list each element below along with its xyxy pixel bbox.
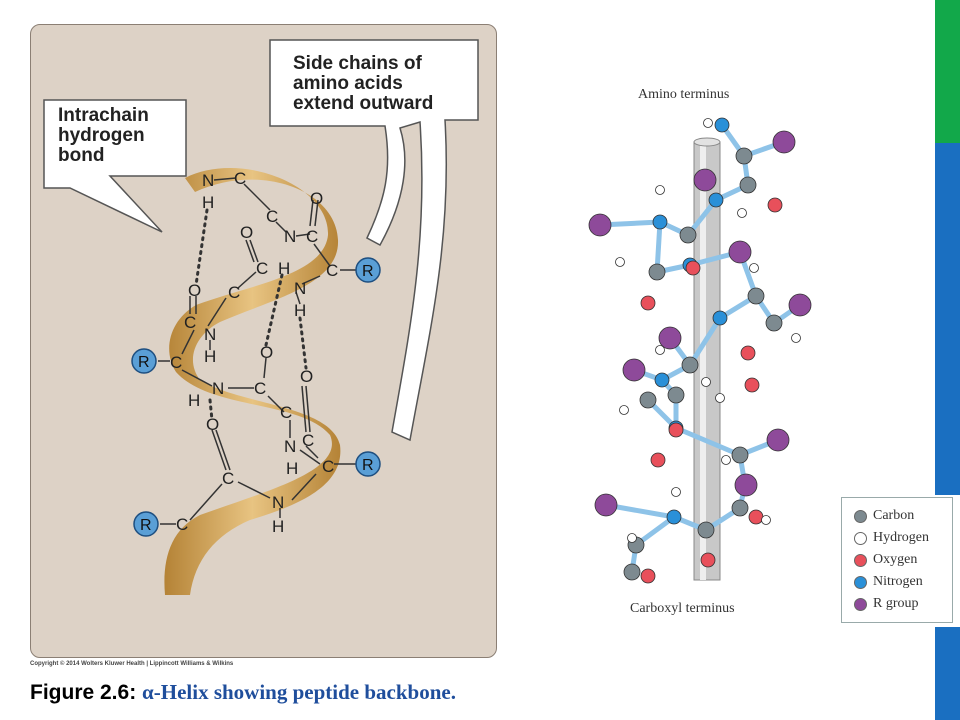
atom-h-5: H — [188, 391, 200, 410]
legend-label: R group — [873, 596, 919, 611]
backbone-bonds — [158, 177, 358, 525]
hydrogen-bonds — [194, 208, 308, 422]
legend-swatch — [854, 575, 867, 589]
atom-c-2: C — [266, 207, 278, 226]
accent-bar-blue-bottom — [935, 627, 960, 720]
legend-label: Carbon — [873, 508, 915, 523]
accent-bar-blue-top — [935, 143, 960, 495]
atom-o-2: O — [240, 223, 253, 242]
atom-c-7: C — [184, 313, 196, 332]
accent-bar-green — [935, 0, 960, 143]
legend-item: Carbon — [854, 506, 914, 526]
helix-ribbon — [164, 168, 341, 595]
atom-o-3: O — [188, 281, 201, 300]
atom-c-11: C — [302, 431, 314, 450]
r-group-4: R — [140, 517, 152, 534]
atom-n-3: N — [294, 279, 306, 298]
model-atoms — [588, 117, 812, 584]
atom-o-5: O — [300, 367, 313, 386]
atom-n-2: N — [284, 227, 296, 246]
atom-labels: N C H C O N C O C H C N H C O C N H C O … — [170, 169, 338, 536]
legend-item: Nitrogen — [854, 572, 923, 592]
intrachain-hydrogen-bond-label: Intrachain hydrogen bond — [58, 105, 149, 166]
r-group-1: R — [362, 263, 374, 280]
amino-terminus-label: Amino terminus — [638, 87, 729, 102]
atom-h-1: H — [202, 193, 214, 212]
atom-h-4: H — [204, 347, 216, 366]
r-group-3: R — [362, 457, 374, 474]
legend-label: Nitrogen — [873, 574, 923, 589]
helix-axis-highlight — [700, 142, 706, 580]
caption-label: Figure 2.6: — [30, 681, 137, 704]
atom-n-6: N — [284, 437, 296, 456]
legend-swatch — [854, 531, 867, 545]
atom-o-4: O — [260, 343, 273, 362]
atom-c-13: C — [222, 469, 234, 488]
atom-c-12: C — [322, 457, 334, 476]
r-groups: R R R R — [131, 257, 381, 537]
r-group-2: R — [138, 354, 150, 371]
atom-c-1: C — [234, 169, 246, 188]
carboxyl-terminus-label: Carboxyl terminus — [630, 601, 735, 616]
atom-c-4: C — [256, 259, 268, 278]
atom-c-5: C — [326, 261, 338, 280]
atom-h-2: H — [278, 259, 290, 278]
atom-n-1: N — [202, 171, 214, 190]
atom-o-1: O — [310, 189, 323, 208]
atom-h-7: H — [272, 517, 284, 536]
atom-c-10: C — [280, 403, 292, 422]
legend-swatch — [854, 509, 867, 523]
legend-item: Oxygen — [854, 550, 917, 570]
legend-swatch — [854, 597, 867, 611]
callout-intrachain-bubble — [43, 99, 187, 233]
ball-stick-model: Amino terminus Carboxyl terminus — [588, 87, 812, 616]
atom-c-8: C — [170, 353, 182, 372]
atom-h-3: H — [294, 301, 306, 320]
atom-n-4: N — [204, 325, 216, 344]
side-chains-label: Side chains of amino acids extend outwar… — [293, 53, 434, 114]
atom-c-6: C — [228, 283, 240, 302]
legend-label: Hydrogen — [873, 530, 929, 545]
figure-caption: Figure 2.6: α-Helix showing peptide back… — [30, 680, 456, 705]
atom-c-9: C — [254, 379, 266, 398]
caption-text: α-Helix showing peptide backbone. — [142, 680, 456, 704]
legend-item: R group — [854, 594, 919, 614]
atom-c-14: C — [176, 515, 188, 534]
legend-label: Oxygen — [873, 552, 918, 567]
legend-item: Hydrogen — [854, 528, 929, 548]
atom-c-3: C — [306, 227, 318, 246]
copyright-text: Copyright © 2014 Wolters Kluwer Health |… — [30, 661, 234, 667]
atom-o-6: O — [206, 415, 219, 434]
atom-n-7: N — [272, 493, 284, 512]
atom-h-6: H — [286, 459, 298, 478]
legend-swatch — [854, 553, 867, 567]
helix-axis-cap — [693, 137, 721, 147]
atom-n-5: N — [212, 379, 224, 398]
callout-sidechains-bubble — [269, 39, 479, 442]
